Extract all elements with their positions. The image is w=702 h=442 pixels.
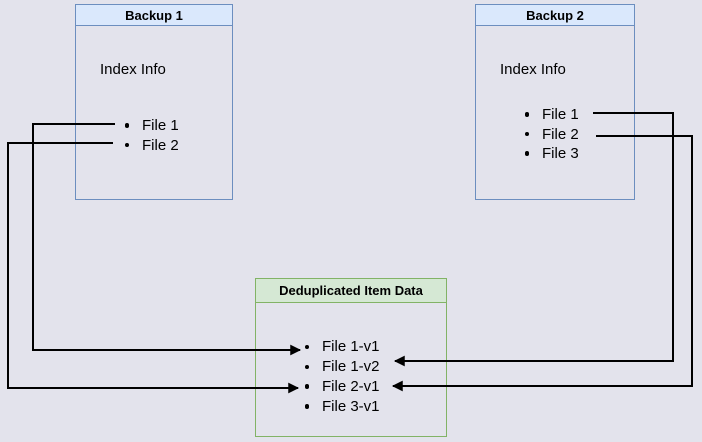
- list-item: File 1: [119, 116, 179, 135]
- bullet-icon: [519, 112, 535, 117]
- dedup-item-list: File 1-v1 File 1-v2 File 2-v1 File 3-v1: [299, 337, 380, 417]
- file-label: File 2-v1: [322, 378, 380, 396]
- backup2-file-list: File 1 File 2 File 3: [519, 105, 579, 163]
- backup1-header: Backup 1: [76, 5, 232, 26]
- file-label: File 2: [542, 125, 579, 143]
- file-label: File 1-v2: [322, 358, 380, 376]
- list-item: File 3: [519, 144, 579, 163]
- backup1-box: Backup 1 Index Info File 1 File 2: [75, 4, 233, 200]
- backup2-title: Backup 2: [526, 7, 584, 23]
- backup2-index-info-label: Index Info: [500, 61, 566, 78]
- dedup-header: Deduplicated Item Data: [256, 279, 446, 303]
- list-item: File 2: [519, 124, 579, 143]
- backup1-file-list: File 1 File 2: [119, 116, 179, 155]
- dedup-title: Deduplicated Item Data: [279, 283, 423, 298]
- bullet-icon: [299, 365, 315, 370]
- file-label: File 2: [142, 136, 179, 154]
- file-label: File 1: [142, 117, 179, 135]
- file-label: File 1: [542, 106, 579, 124]
- bullet-icon: [299, 345, 315, 350]
- list-item: File 3-v1: [299, 397, 380, 417]
- backup1-index-info-label: Index Info: [100, 61, 166, 78]
- file-label: File 1-v1: [322, 338, 380, 356]
- list-item: File 1: [519, 105, 579, 124]
- bullet-icon: [519, 151, 535, 156]
- bullet-icon: [119, 143, 135, 148]
- list-item: File 1-v2: [299, 357, 380, 377]
- backup2-box: Backup 2 Index Info File 1 File 2 File 3: [475, 4, 635, 200]
- backup2-header: Backup 2: [476, 5, 634, 26]
- file-label: File 3: [542, 144, 579, 162]
- bullet-icon: [119, 123, 135, 128]
- file-label: File 3-v1: [322, 398, 380, 416]
- list-item: File 2-v1: [299, 377, 380, 397]
- bullet-icon: [299, 384, 315, 389]
- list-item: File 2: [119, 135, 179, 154]
- bullet-icon: [299, 404, 315, 409]
- deduplicated-item-data-box: Deduplicated Item Data File 1-v1 File 1-…: [255, 278, 447, 437]
- backup1-title: Backup 1: [125, 7, 183, 23]
- list-item: File 1-v1: [299, 337, 380, 357]
- bullet-icon: [519, 132, 535, 137]
